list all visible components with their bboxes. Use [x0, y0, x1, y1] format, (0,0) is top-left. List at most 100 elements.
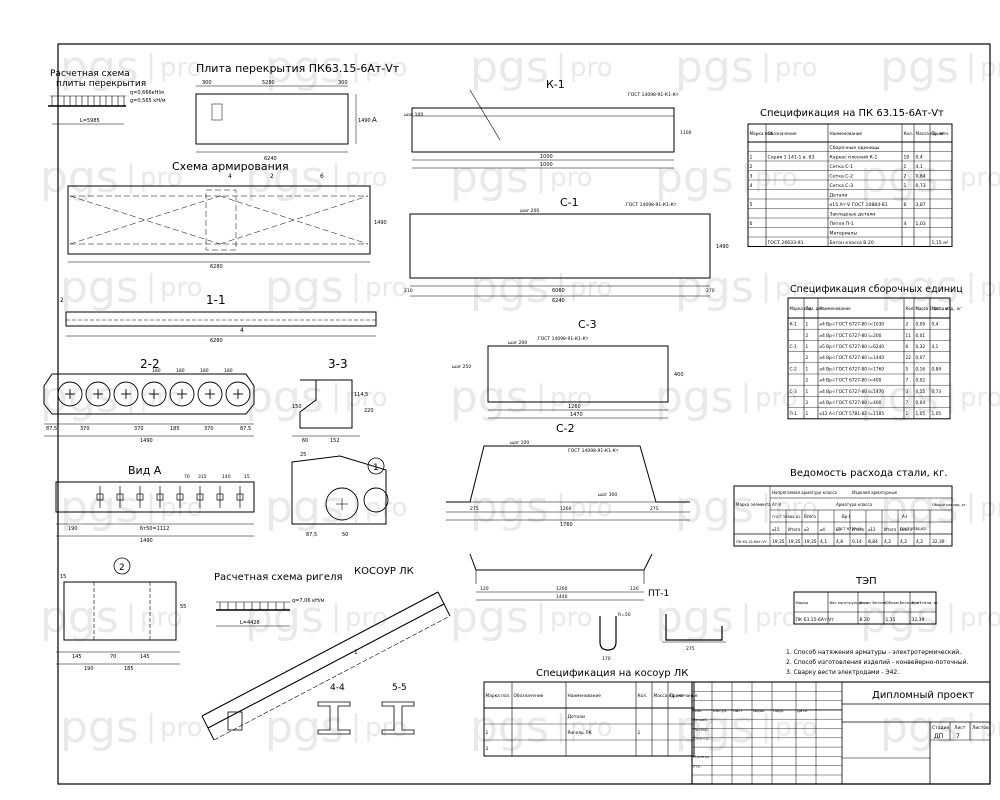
tep-cell-2: В 20	[860, 617, 870, 623]
spec-plate-cell-6-0: 5	[750, 202, 753, 208]
watermark-separator: |	[556, 489, 566, 524]
spec-plate-cell-3-3: 2	[904, 173, 907, 179]
note-2: 2. Способ изготовления изделий - конвейе…	[786, 659, 968, 666]
spec-assembly-cell-5-3: 7	[906, 378, 909, 384]
watermark-brand: pgs	[470, 42, 549, 93]
viewa-title: Вид А	[128, 464, 162, 477]
spec-plate-cell-6-4: 3,87	[916, 202, 926, 208]
tep-title: ТЭП	[855, 576, 877, 587]
reinf-mark-1: 2	[270, 173, 274, 180]
watermark-suffix: pro	[570, 493, 613, 523]
stringer-lk: КОСОУР ЛК 1	[201, 566, 451, 741]
reinforcement-scheme: Схема армирования 6280 1490 2 4 6	[67, 160, 387, 270]
watermark-brand: pgs	[60, 702, 139, 753]
watermark-suffix: pro	[140, 383, 183, 413]
spec-assembly-cell-8-1: 1	[806, 411, 809, 417]
steel-col-7: Итого	[884, 527, 897, 532]
spec-stringer-header-4: Масса ед., кг	[654, 693, 684, 699]
spec-assembly-cell-7-3: 7	[906, 400, 909, 406]
watermark-brand: pgs	[450, 372, 529, 423]
spec-assembly-cell-6-3: 3	[906, 389, 909, 395]
spec-assembly-cell-0-1: 1	[806, 322, 809, 328]
spec-plate-cell-1-3: 10	[904, 154, 910, 160]
watermark-suffix: pro	[160, 493, 203, 523]
watermark-brand: pgs	[880, 262, 959, 313]
node2-dim-1: 70	[110, 654, 116, 660]
watermark-brand: pgs	[450, 592, 529, 643]
spec-stringer-cell-0-2: Детали	[568, 714, 586, 720]
c3-gost: ГОСТ 14098-91-К1-Кт	[538, 336, 589, 342]
stirrup-hook	[136, 493, 144, 501]
plate-dim-2: 300	[338, 80, 348, 86]
watermark-suffix: pro	[960, 383, 1000, 413]
watermark-separator: |	[146, 489, 156, 524]
steel-header-1: Напрягаемая арматура класса	[772, 490, 837, 495]
tep-header-2: Класс бетона	[860, 600, 887, 605]
spec-plate-cell-4-0: 4	[750, 183, 753, 189]
k1-title: К-1	[546, 78, 565, 91]
spec-assembly-cell-0-0: К-1	[790, 322, 798, 328]
steel-cell-3: 19,35	[804, 539, 817, 545]
watermark-separator: |	[966, 489, 976, 524]
calc-plate-title-1: Расчетная схема	[50, 69, 130, 79]
steel-sub1-0: Ат-V	[772, 502, 782, 507]
sec22-dim-0: 87,5	[46, 426, 57, 432]
c1-gost: ГОСТ 14098-91-К1-Кт	[626, 202, 677, 208]
spec-plate-cell-1-0: 1	[750, 154, 753, 160]
pt1-dim-6: 1440	[556, 594, 568, 600]
spec-stringer-cell-1-2: Ригель ЛК	[568, 730, 593, 736]
c2-title: С-2	[556, 422, 575, 435]
view-a: Вид А 6т50=1112 190 1490 70 315 140 15	[55, 464, 255, 544]
spec-plate-cell-2-4: 4,1	[916, 164, 923, 170]
spec-stringer-header-3: Кол.	[638, 693, 648, 699]
sec33-dim-1: 60	[302, 438, 308, 444]
watermark-suffix: pro	[550, 383, 593, 413]
hollow-core	[225, 381, 251, 407]
hollow-core	[113, 381, 139, 407]
spec-stringer-header-0: Марка поз.	[486, 693, 511, 699]
reinf-mark-5: 6	[320, 173, 324, 180]
spec-plate-cell-3-4: 0,84	[916, 173, 926, 179]
pt1-dim-4: 1260	[556, 586, 568, 592]
watermark-brand: pgs	[655, 372, 734, 423]
c3-dim-5: 400	[674, 372, 684, 378]
watermark-brand: pgs	[60, 482, 139, 533]
stirrup-hook	[116, 493, 124, 501]
spec-plate-cell-6-3: 6	[904, 202, 907, 208]
watermark-suffix: pro	[140, 603, 183, 633]
note-3: 3. Сварку вести электродами - Э42.	[786, 669, 899, 676]
watermark-suffix: pro	[570, 713, 613, 743]
calc-stair-load: q=7,06 кН/м	[292, 598, 325, 604]
spec-plate-header-4: Масса ед., кг	[916, 131, 945, 136]
notes: 1. Способ натяжения арматуры - электроте…	[786, 649, 968, 676]
spec-assembly-cell-8-4: 1,05	[916, 411, 926, 417]
steel-col-8: Всего	[900, 527, 913, 532]
spec-assembly-cell-3-1: 2	[806, 355, 809, 361]
node1-dim-1: 87,5	[306, 532, 317, 538]
mesh-c1: С-1 ГОСТ 14098-91-К1-Кт шаг 200 6060 624…	[404, 196, 729, 304]
watermark-separator: |	[556, 269, 566, 304]
watermark-brand: pgs	[60, 262, 139, 313]
spec-assembly-cell-3-3: 22	[906, 355, 912, 361]
watermark-brand: pgs	[265, 262, 344, 313]
spec-stringer-header-5: Примечание	[670, 693, 698, 699]
tb-role-1: Провер.	[693, 726, 709, 731]
watermark-separator: |	[331, 159, 341, 194]
spec-plate-cell-2-3: 1	[904, 164, 907, 170]
reinf-dim-1: 1490	[374, 220, 387, 226]
tep-cell-0: ПК 63.15-6Ат-Vт	[796, 617, 835, 623]
c1-dim-0: шаг 200	[520, 208, 539, 214]
sec33-dim-0: 152	[330, 438, 340, 444]
plate-dim-3: 6240	[264, 156, 277, 162]
watermark-separator: |	[126, 159, 136, 194]
spec-stringer-header-1: Обозначение	[514, 693, 544, 699]
spec-assembly-cell-0-5: 0,4	[932, 322, 939, 328]
steel-col-1: Итого	[788, 527, 801, 532]
calc-scheme-plate: Расчетная схема плиты перекрытия q=0,666…	[48, 69, 166, 125]
sec33-dim-4: 220	[364, 408, 374, 414]
node1-label: 1	[373, 463, 379, 473]
watermark-suffix: pro	[345, 163, 388, 193]
steel-sub1-2: ГОСТ 10884-81	[772, 515, 800, 519]
c3-dim-3: 1470	[570, 412, 583, 418]
k1-dim-2: шаг 100	[404, 112, 423, 118]
